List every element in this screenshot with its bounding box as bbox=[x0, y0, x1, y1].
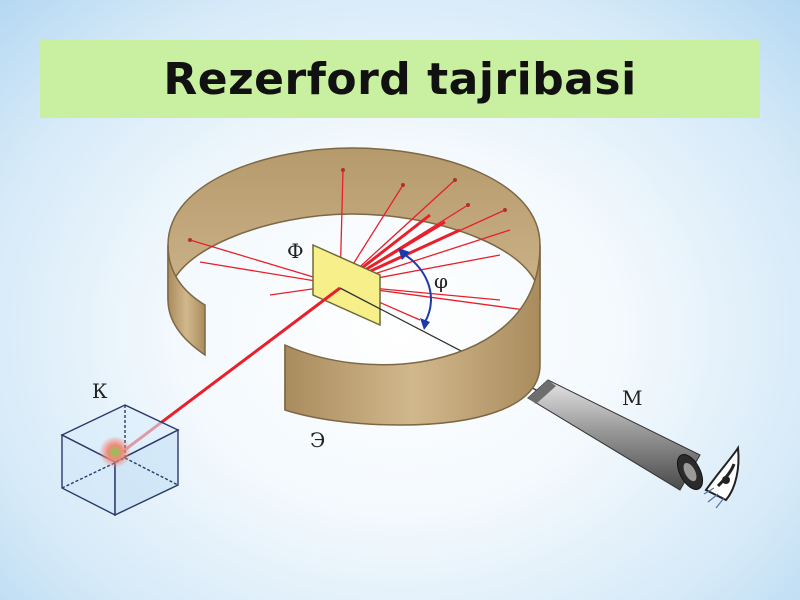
ring-left-segment bbox=[167, 244, 206, 357]
ring-front-wall bbox=[284, 244, 541, 426]
label-screen: Э bbox=[310, 428, 325, 452]
title-banner: Rezerford tajribasi bbox=[40, 40, 760, 118]
angle-arrow-top bbox=[398, 248, 410, 260]
angle-arc bbox=[399, 251, 432, 323]
eye-icon bbox=[703, 444, 740, 509]
source-glow bbox=[99, 436, 131, 468]
angle-arrow-bottom bbox=[420, 318, 430, 330]
label-angle: φ bbox=[434, 269, 448, 293]
label-microscope: М bbox=[622, 386, 642, 410]
microscope bbox=[527, 379, 704, 491]
radioactive-source-box bbox=[60, 404, 180, 517]
label-source: К bbox=[92, 379, 108, 403]
label-foil: Ф bbox=[287, 239, 304, 263]
gold-foil bbox=[312, 243, 381, 327]
page-title: Rezerford tajribasi bbox=[163, 53, 637, 105]
